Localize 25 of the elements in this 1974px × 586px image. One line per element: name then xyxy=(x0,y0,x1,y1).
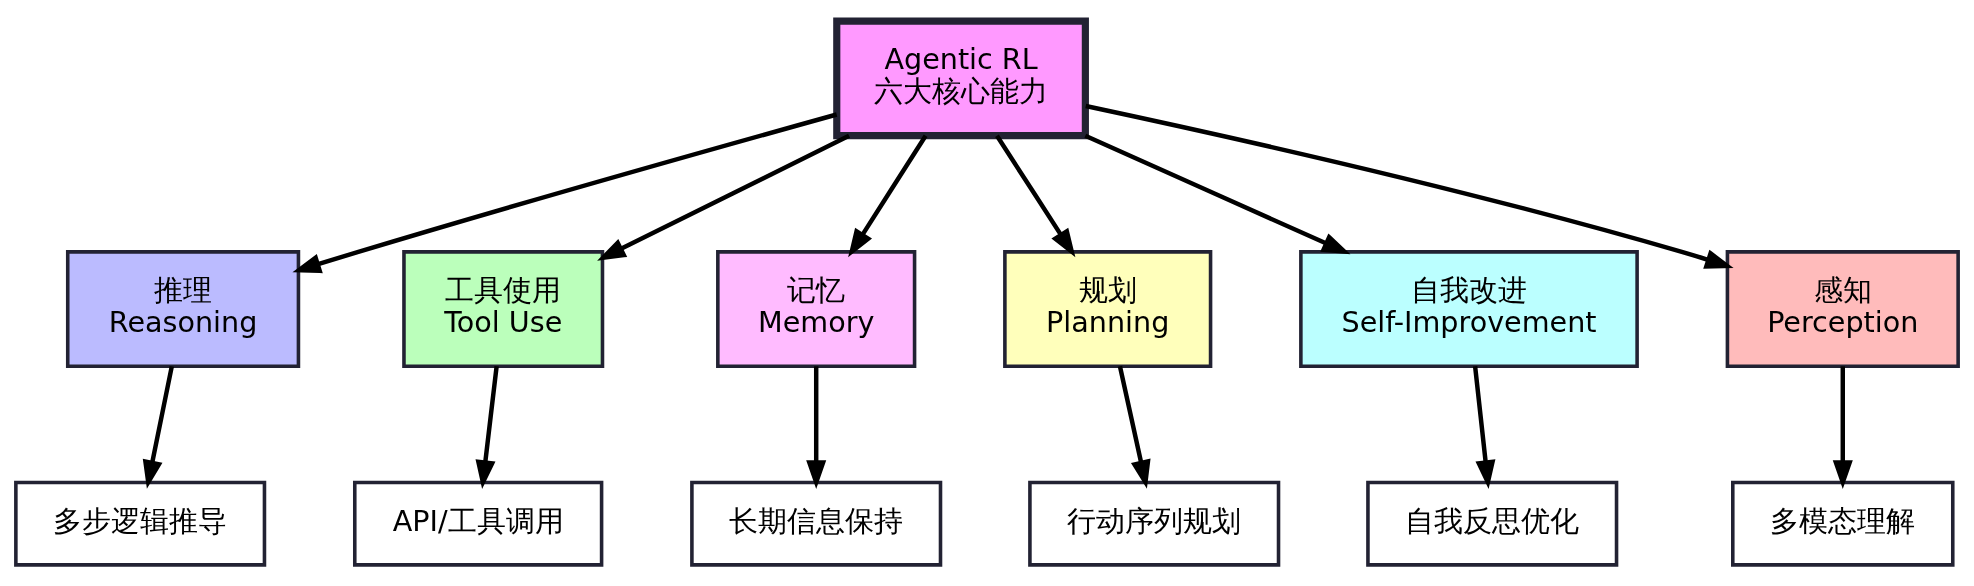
arrow xyxy=(597,133,851,261)
arrow xyxy=(1117,365,1151,489)
node-box: 感知 Perception xyxy=(1725,250,1960,369)
node-box: 规划 Planning xyxy=(1003,250,1213,369)
node-box: 记忆 Memory xyxy=(716,250,917,369)
arrow xyxy=(142,365,174,489)
arrow xyxy=(292,112,838,274)
arrow xyxy=(1084,133,1351,255)
node-box: 行动序列规划 xyxy=(1028,480,1281,567)
arrow xyxy=(1832,366,1853,489)
arrow xyxy=(475,366,499,489)
node-box: 长期信息保持 xyxy=(690,480,943,567)
arrow xyxy=(848,134,928,258)
node-box: 自我改进 Self-Improvement xyxy=(1299,250,1639,369)
node-box: 自我反思优化 xyxy=(1366,480,1619,567)
node-box: 推理 Reasoning xyxy=(65,250,301,369)
node-box: 多模态理解 xyxy=(1731,480,1955,567)
node-box: API/工具调用 xyxy=(353,480,604,567)
node-box: Agentic RL 六大核心能力 xyxy=(833,17,1089,140)
arrow xyxy=(806,366,827,489)
arrow xyxy=(995,134,1076,258)
node-box: 工具使用 Tool Use xyxy=(402,250,605,369)
arrow xyxy=(1472,366,1496,489)
arrow xyxy=(1085,103,1734,269)
node-box: 多步逻辑推导 xyxy=(14,480,267,567)
